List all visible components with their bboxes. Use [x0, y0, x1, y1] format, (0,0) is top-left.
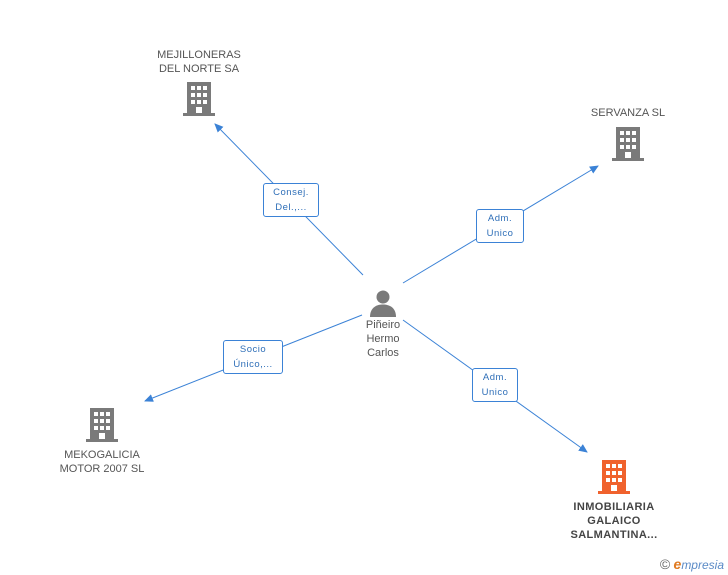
person-node[interactable]: Piñeiro Hermo Carlos	[345, 288, 421, 360]
company-node-inmobiliaria[interactable]: INMOBILIARIA GALAICO SALMANTINA...	[553, 460, 675, 542]
person-name: Piñeiro Hermo Carlos	[365, 319, 401, 359]
building-icon	[183, 82, 215, 116]
brand-name: mpresia	[681, 558, 724, 572]
relation-label-mekogalicia[interactable]: Socio Único,...	[223, 340, 283, 374]
company-node-mekogalicia[interactable]: MEKOGALICIA MOTOR 2007 SL	[40, 408, 164, 476]
building-icon	[598, 460, 630, 494]
building-icon	[86, 408, 118, 442]
relation-label-inmobiliaria[interactable]: Adm. Unico	[472, 368, 518, 402]
company-node-servanza[interactable]: SERVANZA SL	[568, 106, 688, 161]
person-icon	[370, 290, 396, 317]
building-icon	[612, 127, 644, 161]
copyright-symbol: ©	[659, 556, 671, 572]
company-name: MEJILLONERAS DEL NORTE SA	[157, 49, 241, 75]
company-name: INMOBILIARIA GALAICO SALMANTINA...	[570, 501, 658, 541]
company-node-mejilloneras[interactable]: MEJILLONERAS DEL NORTE SA	[138, 48, 260, 116]
company-name: MEKOGALICIA MOTOR 2007 SL	[59, 449, 145, 475]
relation-label-mejilloneras[interactable]: Consej. Del.,...	[263, 183, 319, 217]
empresia-logo: © empresia	[660, 556, 724, 572]
relation-label-servanza[interactable]: Adm. Unico	[476, 209, 524, 243]
brand-e: e	[673, 556, 682, 572]
company-name: SERVANZA SL	[590, 107, 666, 119]
